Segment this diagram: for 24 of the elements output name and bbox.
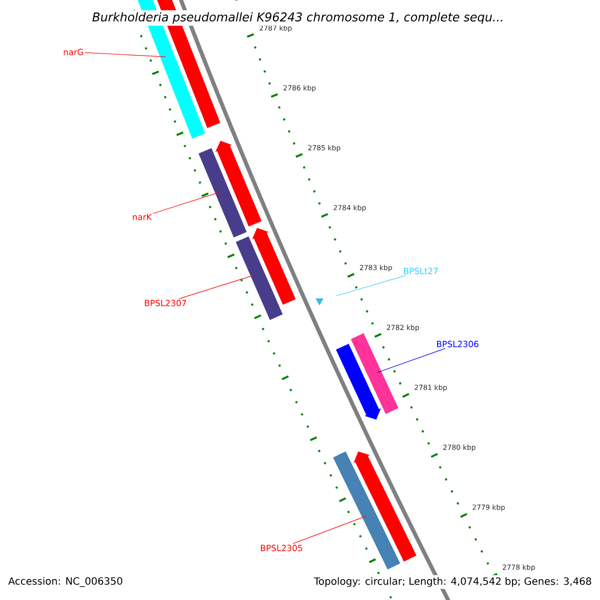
summary-text: Topology: circular; Length: 4,074,542 bp; Genes: 3,468 <box>312 575 594 589</box>
gene-arrow <box>215 140 262 226</box>
gene-bar <box>333 451 400 570</box>
gene-label: BPSL2307 <box>144 300 186 306</box>
leader-line <box>179 274 255 299</box>
gene-arrow <box>336 344 381 420</box>
leader-line <box>377 348 446 373</box>
title: Burkholderia pseudomallei K96243 chromosome 1, complete sequ... <box>90 10 506 26</box>
gene-arrow <box>252 228 296 305</box>
gene-bar <box>236 236 283 320</box>
gene-label: BPSLt27 <box>404 268 438 274</box>
trna-marker <box>315 298 324 306</box>
accession-text: Accession: NC_006350 <box>6 575 125 589</box>
gene-label: narK <box>132 214 152 220</box>
leader-line <box>84 52 166 58</box>
leader-line <box>152 192 220 214</box>
gene-label: BPSL2306 <box>437 340 478 348</box>
leader-line <box>292 516 366 544</box>
gene-bar <box>198 148 247 238</box>
gene-arrow <box>354 451 416 562</box>
gene-label: BPSL2305 <box>260 544 302 552</box>
gene-bar <box>350 333 398 414</box>
leader-line <box>336 275 406 296</box>
gene-label: narG <box>64 48 84 56</box>
